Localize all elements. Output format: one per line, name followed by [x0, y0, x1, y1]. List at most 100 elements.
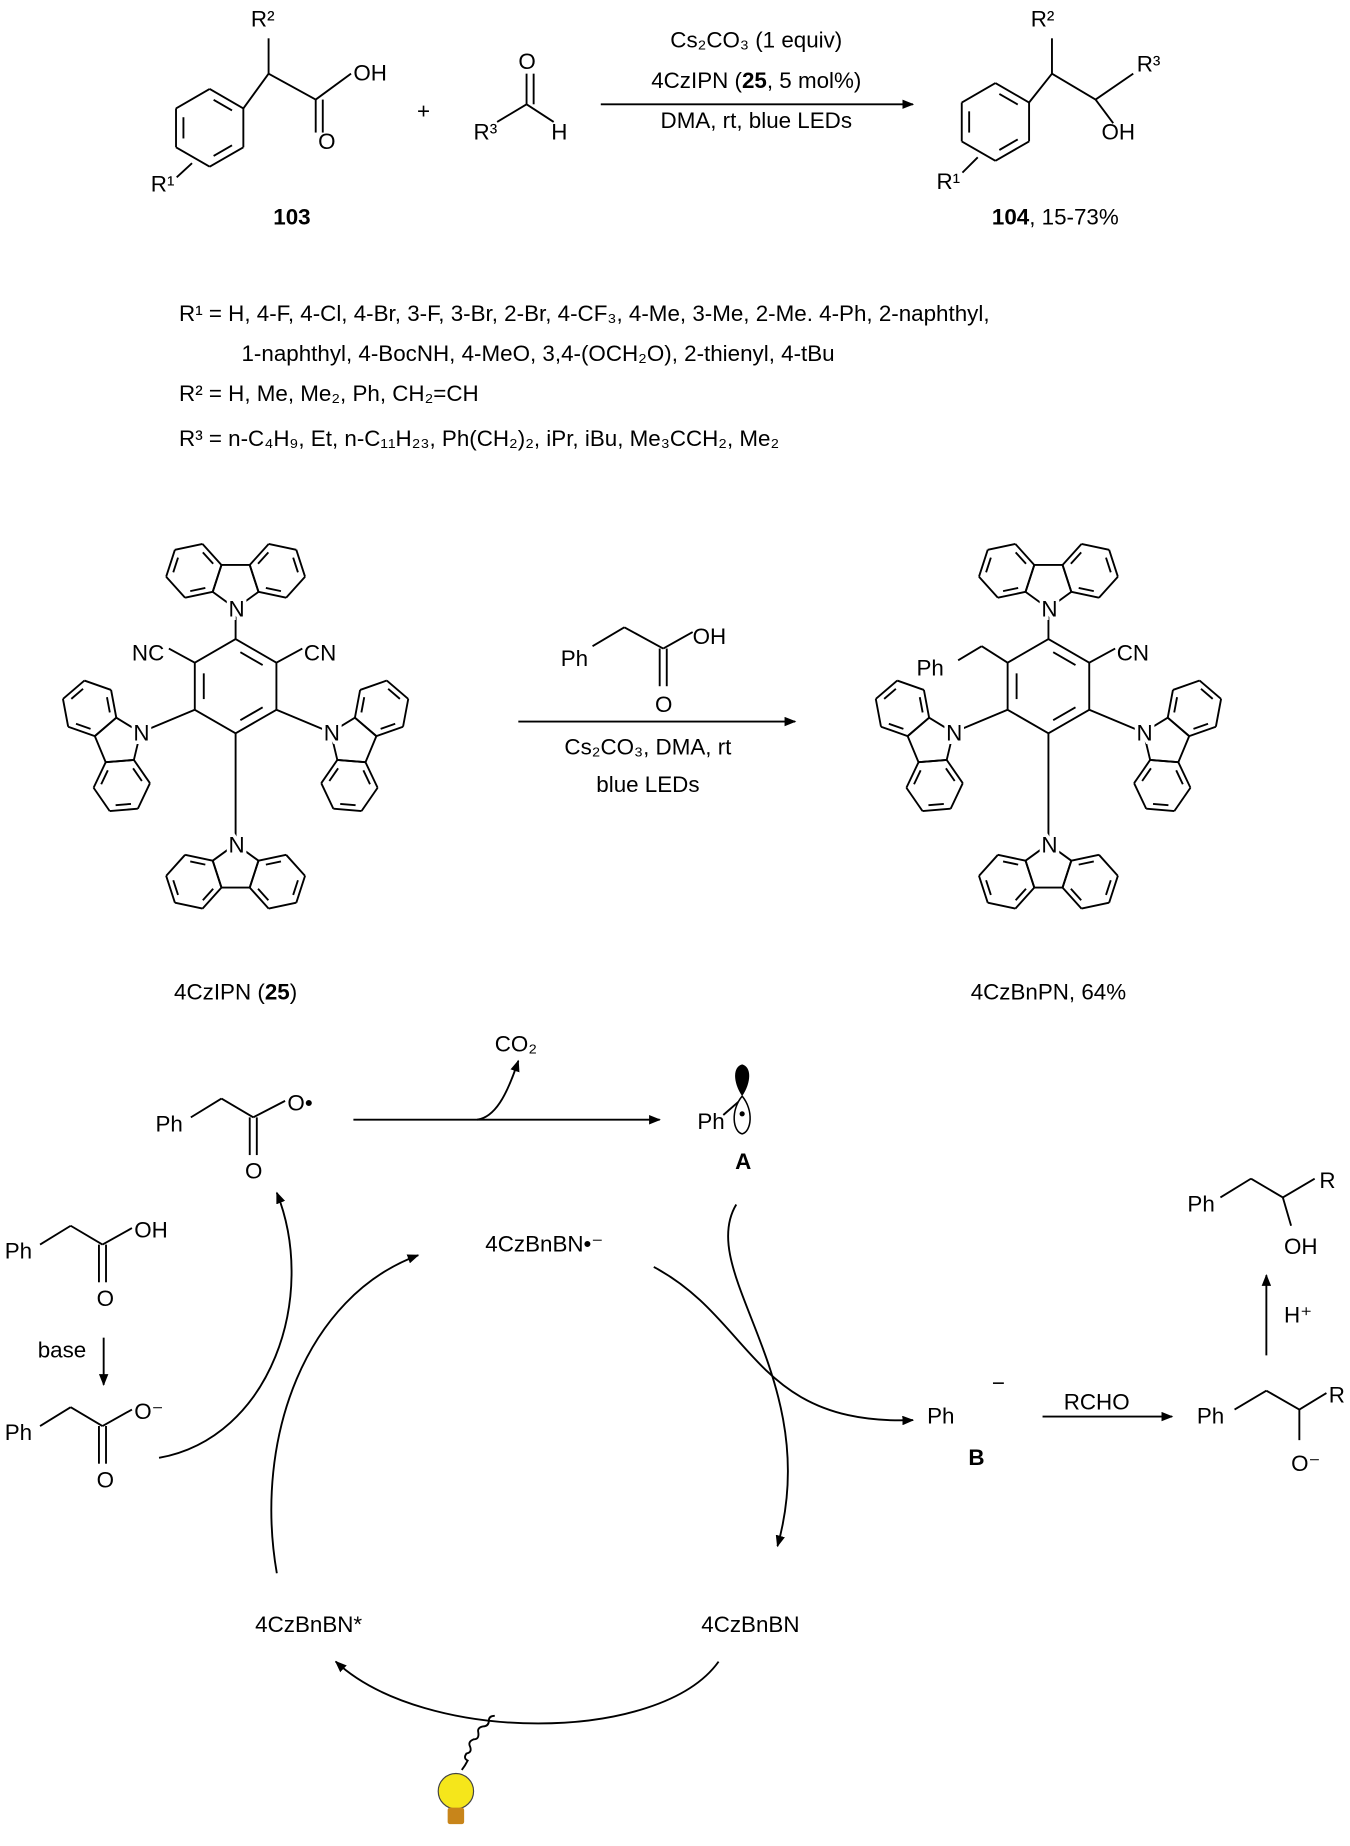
carbazole-right — [362, 769, 371, 785]
carbazole-bottom — [248, 860, 260, 888]
bond — [1219, 1177, 1252, 1199]
radical-acid-ph: Ph — [155, 1112, 182, 1137]
carbazole-left — [906, 735, 920, 763]
bond — [1051, 72, 1097, 101]
carbazole-bottom — [1105, 879, 1112, 896]
carbazole-top — [1071, 590, 1100, 599]
bond — [102, 1408, 133, 1427]
co2-release-arrow — [476, 1059, 520, 1121]
radical-a-label: A — [735, 1149, 751, 1174]
p-orbital-icon — [733, 1064, 751, 1135]
carbazole-left — [75, 722, 91, 730]
carbazole-top — [985, 557, 992, 573]
anion-b-minus: − — [992, 1371, 1005, 1396]
proton-label: H⁺ — [1284, 1302, 1312, 1327]
r1-substituents-line1: R¹ = H, 4-F, 4-Cl, 4-Br, 3-F, 3-Br, 2-Br… — [179, 301, 990, 326]
carbazole-bottom — [985, 879, 992, 896]
4czipn-label: 4CzIPN (25) — [174, 980, 297, 1005]
carbazole-top — [1061, 543, 1083, 566]
carbazole-top — [295, 549, 306, 578]
carbazole-right — [1142, 732, 1152, 761]
carbazole-right — [330, 716, 356, 734]
carbazole-left — [106, 697, 111, 713]
central-benzene — [194, 708, 237, 735]
carbazole-left — [109, 807, 138, 812]
reagent-o: O — [655, 692, 672, 717]
bond-lines — [39, 38, 1327, 1725]
bond — [662, 631, 694, 650]
carbazole-right — [320, 782, 335, 810]
carbazole-top — [285, 576, 306, 599]
carbazole-bottom — [202, 888, 214, 901]
carbazole-bottom — [295, 875, 306, 903]
carbazole-right — [364, 735, 378, 763]
carbazole-right — [1172, 679, 1200, 691]
carboxylate-oxidation-arc — [158, 1191, 293, 1459]
carbazole-bottom — [1024, 860, 1036, 888]
bond — [1281, 1197, 1293, 1227]
carbazole-bottom — [211, 860, 223, 888]
carbazole-top — [1081, 543, 1110, 551]
carbazole-top — [1025, 591, 1049, 610]
carbazole-left — [880, 725, 908, 738]
nc-label: NC — [132, 640, 164, 665]
carbazole-right — [337, 759, 366, 764]
carbazole-left — [945, 767, 956, 782]
r1-label: R¹ — [151, 171, 175, 196]
carbazole-right — [353, 689, 362, 718]
carbazole-bottom — [235, 843, 260, 862]
carbazole-top — [292, 557, 299, 573]
carbazole-left — [110, 689, 118, 718]
benzene-ring-103 — [209, 88, 244, 110]
catalyst-excited-state: 4CzBnBN* — [255, 1612, 362, 1637]
bond — [526, 103, 555, 123]
carbazole-bottom — [257, 888, 270, 901]
benzene-ring-103 — [175, 146, 211, 168]
product-oh: OH — [1101, 120, 1135, 145]
carbazole-bottom — [1014, 888, 1027, 901]
carbazole-bottom — [1061, 860, 1073, 888]
carbazole-top — [1078, 586, 1094, 593]
radical-acid-o-radical: O• — [287, 1090, 312, 1115]
carbazole-right — [1177, 735, 1191, 763]
carbazole-left — [100, 769, 109, 785]
aldehyde-r3: R³ — [474, 120, 498, 145]
reagent-ph: Ph — [561, 646, 588, 671]
carbazole-top — [987, 543, 1016, 551]
carbazole-top — [249, 543, 270, 566]
r3-substituents: R³ = n-C₄H₉, Et, n-C₁₁H₂₃, Ph(CH₂)₂, iPr… — [179, 426, 779, 451]
alkoxide-r: R — [1329, 1382, 1345, 1407]
benzene-ring-104 — [961, 140, 996, 162]
carbazole-bottom — [268, 901, 297, 910]
carbazole-left — [62, 679, 86, 700]
carbazole-bottom — [190, 860, 206, 866]
carbazole-right — [354, 716, 377, 737]
carbazole-n-label: N — [229, 832, 245, 857]
carbazole-top — [174, 543, 203, 551]
carbazole-left — [115, 802, 132, 807]
carbazole-bottom — [1025, 843, 1049, 862]
carbazole-top — [248, 564, 260, 593]
carbazole-top — [1098, 576, 1119, 599]
carbazole-bottom — [258, 853, 287, 862]
carbazole-left — [105, 758, 134, 764]
carbazole-left — [883, 688, 897, 700]
acid-oh: OH — [134, 1218, 168, 1243]
carbazole-top — [997, 590, 1026, 599]
benzene-ring-103 — [175, 88, 211, 110]
central-benzene — [1007, 708, 1049, 735]
conditions-line1: Cs₂CO₃ (1 equiv) — [670, 28, 842, 53]
carbazole-right — [1133, 782, 1148, 810]
carbazole-bottom — [184, 853, 213, 862]
carbazole-bottom — [978, 854, 999, 877]
middle-conditions-line2: blue LEDs — [596, 772, 699, 797]
carbazole-right — [376, 725, 404, 738]
carbazole-n-label: N — [1041, 832, 1057, 857]
alkoxide-ph: Ph — [1197, 1404, 1224, 1429]
carbazole-right — [333, 807, 362, 812]
carbazole-top — [235, 591, 260, 610]
carbazole-left — [132, 732, 142, 761]
carbazole-left — [132, 767, 143, 782]
carbazole-right — [1167, 716, 1190, 737]
